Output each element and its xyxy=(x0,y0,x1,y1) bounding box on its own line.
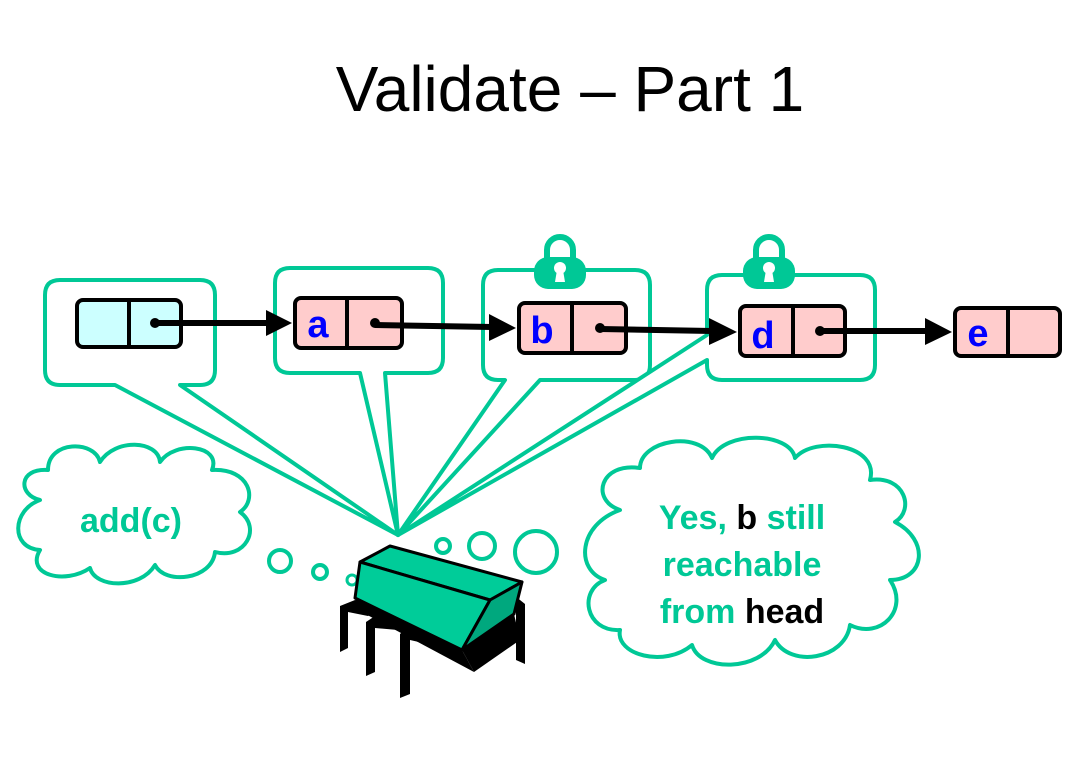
thought-dots-left xyxy=(267,548,359,587)
node-label-a: a xyxy=(307,304,329,346)
thought-cloud-left: add(c) xyxy=(16,442,252,586)
next-pointer xyxy=(370,314,516,341)
next-pointer xyxy=(595,318,737,345)
thought-right-line2: reachable xyxy=(663,546,822,584)
list-node-e: e xyxy=(953,306,1062,358)
node-label-d: d xyxy=(751,315,774,357)
slide-title: Validate – Part 1 xyxy=(335,53,805,125)
thread-bug-icon xyxy=(340,544,525,698)
lock-icon xyxy=(534,234,586,289)
next-pointer xyxy=(150,310,292,336)
thought-dots-right xyxy=(434,529,559,575)
next-pointer xyxy=(815,318,952,345)
thought-cloud-right: Yes, b still reachable from head xyxy=(583,435,921,667)
list-node-d: d xyxy=(738,304,847,358)
thought-right-line1: Yes, b still xyxy=(659,499,825,537)
node-label-e: e xyxy=(967,313,988,355)
lock-icon xyxy=(743,234,795,289)
list-node-b: b xyxy=(517,301,628,355)
node-label-b: b xyxy=(530,310,553,352)
thought-left-text: add(c) xyxy=(80,502,182,540)
thought-right-line3: from head xyxy=(660,593,824,631)
